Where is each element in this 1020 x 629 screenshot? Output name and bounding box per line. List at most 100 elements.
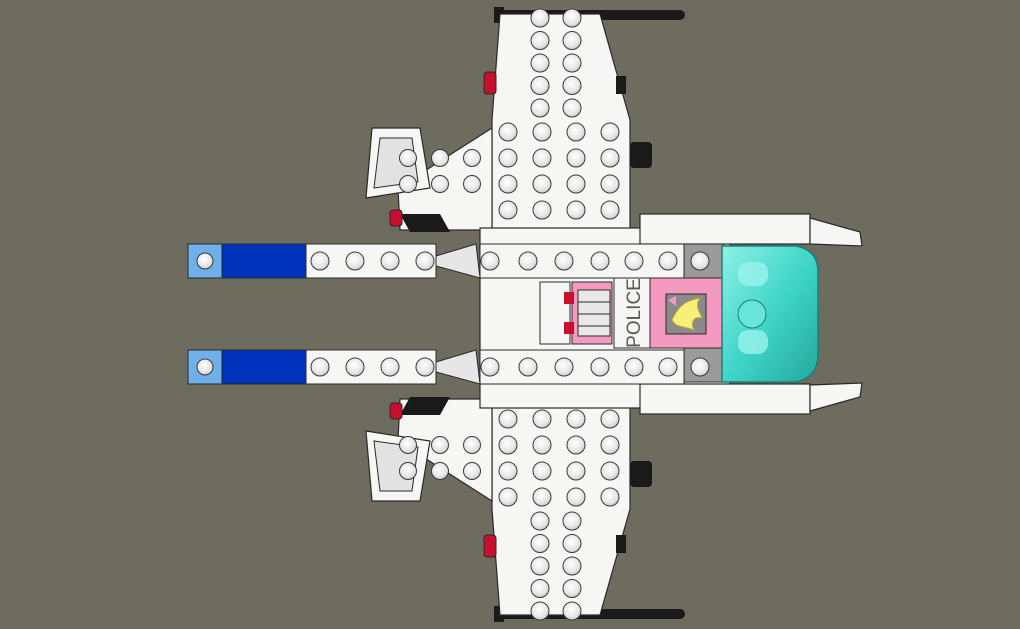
cockpit-canopy	[721, 245, 819, 383]
stud	[562, 53, 582, 73]
stud	[399, 175, 417, 193]
stud	[415, 357, 435, 377]
police-label: POLICE	[624, 278, 645, 348]
stud	[562, 31, 582, 50]
stud	[380, 357, 400, 377]
stud	[498, 435, 518, 455]
stud	[530, 53, 550, 73]
stud	[530, 534, 550, 553]
stud	[530, 31, 550, 50]
stud	[532, 487, 552, 507]
top-claw	[809, 217, 863, 247]
stud	[310, 251, 330, 271]
stud	[658, 357, 678, 377]
stud	[600, 148, 620, 168]
stud	[480, 357, 500, 377]
stud	[532, 409, 552, 429]
stud	[590, 251, 610, 271]
stud	[600, 461, 620, 481]
bottom-cannon-barrel	[221, 349, 307, 385]
stud	[196, 252, 214, 270]
stud	[566, 122, 586, 142]
stud	[498, 461, 518, 481]
stud	[566, 174, 586, 194]
stud	[380, 251, 400, 271]
stud	[310, 357, 330, 377]
police-badge-icon	[665, 293, 707, 335]
stud	[345, 251, 365, 271]
stud	[498, 122, 518, 142]
stud	[600, 122, 620, 142]
stud	[431, 175, 449, 193]
top-cannon	[187, 243, 685, 279]
stud	[431, 462, 449, 480]
stud	[562, 8, 582, 28]
stud	[196, 358, 214, 376]
stud	[562, 534, 582, 553]
stud	[463, 436, 481, 454]
stud	[562, 601, 582, 621]
bottom-claw	[809, 382, 863, 412]
studs	[196, 8, 710, 621]
stud	[532, 148, 552, 168]
stud	[463, 462, 481, 480]
stud	[498, 174, 518, 194]
stud	[530, 601, 550, 621]
top-red-light	[483, 71, 497, 95]
stud	[624, 251, 644, 271]
top-wing	[365, 7, 685, 232]
stud	[399, 436, 417, 454]
bottom-wing	[365, 397, 685, 622]
stud	[590, 357, 610, 377]
top-wing-plate	[491, 13, 631, 231]
stud	[600, 174, 620, 194]
stud	[415, 251, 435, 271]
stud	[399, 462, 417, 480]
top-cannon-barrel	[221, 243, 307, 279]
stud	[399, 149, 417, 167]
top-cannon-tip	[187, 243, 223, 279]
stud	[463, 175, 481, 193]
stud	[690, 251, 710, 271]
top-engine-nozzle	[630, 142, 652, 168]
stud	[532, 461, 552, 481]
stud	[480, 251, 500, 271]
police-plate	[613, 277, 651, 349]
stud	[566, 435, 586, 455]
stud	[498, 487, 518, 507]
stud	[530, 76, 550, 95]
stud	[600, 487, 620, 507]
stud	[530, 579, 550, 598]
stud	[562, 511, 582, 531]
stud	[518, 357, 538, 377]
stud	[518, 251, 538, 271]
stud	[566, 461, 586, 481]
stud	[532, 200, 552, 220]
stud	[562, 556, 582, 576]
bottom-cannon	[187, 349, 685, 385]
stud	[600, 435, 620, 455]
stud	[566, 148, 586, 168]
stud	[530, 511, 550, 531]
stud	[431, 436, 449, 454]
stud	[566, 487, 586, 507]
stud	[600, 200, 620, 220]
stud	[532, 174, 552, 194]
stud	[554, 357, 574, 377]
stud	[562, 98, 582, 118]
stud	[624, 357, 644, 377]
stud	[498, 409, 518, 429]
stud	[658, 251, 678, 271]
stud	[532, 435, 552, 455]
stud	[566, 200, 586, 220]
stud	[554, 251, 574, 271]
stud	[530, 556, 550, 576]
stud	[463, 149, 481, 167]
stud	[431, 149, 449, 167]
stud	[690, 357, 710, 377]
stud	[530, 98, 550, 118]
stud	[345, 357, 365, 377]
stud	[562, 579, 582, 598]
stud	[530, 8, 550, 28]
